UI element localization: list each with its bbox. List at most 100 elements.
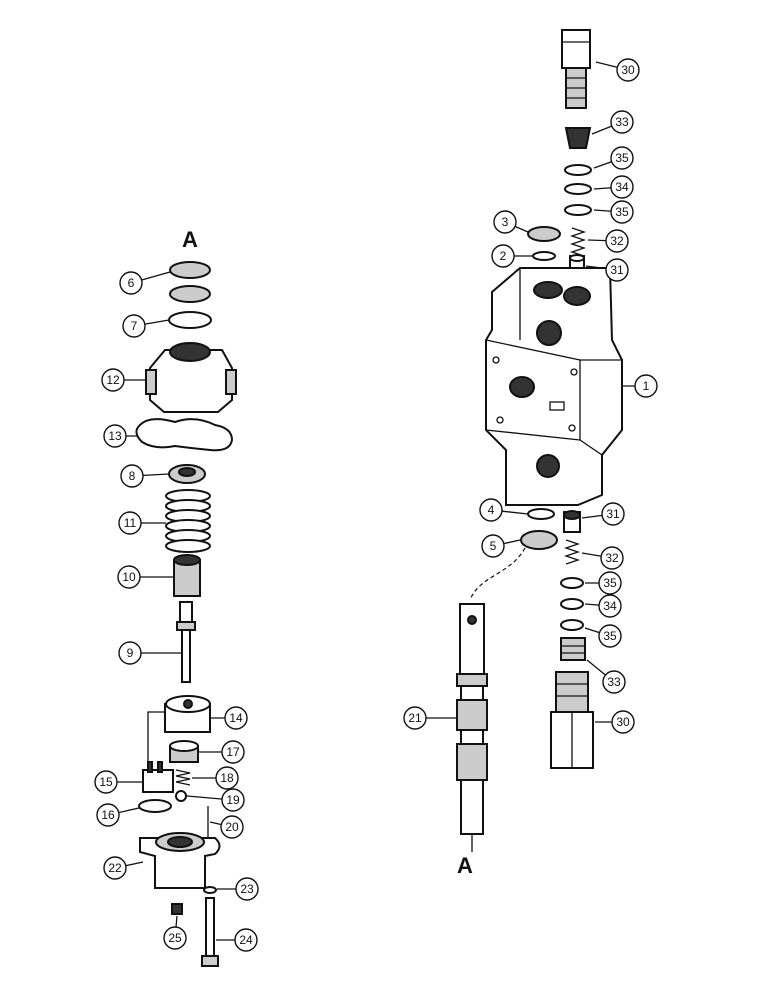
callout-20: 20 — [220, 815, 244, 839]
callout-31: 31 — [605, 258, 629, 282]
callout-number: 14 — [229, 711, 243, 725]
part-oring-16 — [138, 799, 172, 813]
callout-2: 2 — [491, 244, 515, 268]
part-ring-35d — [560, 619, 584, 631]
callout-number: 6 — [128, 276, 135, 290]
callout-25: 25 — [163, 926, 187, 950]
callout-30: 30 — [611, 710, 635, 734]
callout-circle — [491, 244, 515, 268]
callout-number: 10 — [122, 570, 136, 584]
callout-circle — [120, 464, 144, 488]
callout-35: 35 — [598, 624, 622, 648]
part-washer-6a — [169, 261, 211, 279]
callout-circle — [163, 926, 187, 950]
callout-number: 18 — [220, 771, 234, 785]
callout-number: 3 — [502, 215, 509, 229]
callout-24: 24 — [234, 928, 258, 952]
part-housing-22 — [139, 832, 221, 889]
callout-35: 35 — [598, 571, 622, 595]
callout-number: 32 — [605, 551, 619, 565]
part-plug-25 — [171, 903, 183, 915]
callout-number: 25 — [168, 931, 182, 945]
callout-33: 33 — [610, 110, 634, 134]
callout-3: 3 — [493, 210, 517, 234]
part-detent-14 — [147, 695, 211, 776]
callout-circle — [221, 788, 245, 812]
callout-21: 21 — [403, 706, 427, 730]
callout-circle — [598, 594, 622, 618]
callout-circle — [119, 271, 143, 295]
callout-number: 11 — [124, 516, 137, 530]
callout-18: 18 — [215, 766, 239, 790]
callout-circle — [479, 498, 503, 522]
part-relief-valve-top — [561, 29, 591, 109]
callout-30: 30 — [616, 58, 640, 82]
callout-circle — [103, 424, 127, 448]
callout-number: 8 — [129, 469, 136, 483]
callout-number: 22 — [108, 861, 122, 875]
callout-number: 5 — [490, 539, 497, 553]
callout-number: 2 — [500, 249, 507, 263]
callout-number: 15 — [99, 775, 113, 789]
callout-number: 34 — [615, 180, 629, 194]
callout-number: 35 — [603, 576, 617, 590]
part-poppet-top — [564, 127, 592, 149]
callout-number: 34 — [603, 599, 617, 613]
callout-number: 31 — [606, 507, 620, 521]
part-ball-19 — [175, 790, 187, 802]
callout-number: 30 — [621, 63, 635, 77]
part-spring-18 — [175, 769, 191, 786]
callout-circle — [601, 502, 625, 526]
callout-circle — [610, 110, 634, 134]
callout-number: 7 — [131, 319, 138, 333]
part-screw-24 — [201, 897, 219, 967]
callout-circle — [224, 706, 248, 730]
callout-circle — [122, 314, 146, 338]
marker-a-top: A — [182, 227, 198, 252]
part-oring-4 — [527, 508, 555, 520]
callout-circle — [220, 815, 244, 839]
callout-34: 34 — [598, 594, 622, 618]
callout-circle — [94, 770, 118, 794]
callout-number: 32 — [610, 234, 624, 248]
callout-circle — [403, 706, 427, 730]
part-seal-5 — [520, 530, 558, 550]
callout-32: 32 — [605, 229, 629, 253]
callout-4: 4 — [479, 498, 503, 522]
callout-number: 31 — [610, 263, 624, 277]
part-gasket-13 — [135, 418, 234, 452]
callout-16: 16 — [96, 803, 120, 827]
callout-circle — [600, 546, 624, 570]
part-ring-35c — [560, 577, 584, 589]
part-relief-valve-bottom — [550, 671, 594, 769]
marker-a-bottom: A — [457, 853, 473, 878]
callout-10: 10 — [117, 565, 141, 589]
part-sleeve-10 — [173, 554, 201, 597]
callout-circle — [610, 200, 634, 224]
callout-number: 4 — [488, 503, 495, 517]
callout-number: 12 — [106, 373, 120, 387]
part-bolt-9 — [176, 601, 196, 683]
part-plunger-31b — [563, 510, 581, 533]
callout-circle — [118, 641, 142, 665]
part-oring-2 — [532, 251, 556, 261]
callout-number: 17 — [226, 745, 240, 759]
callout-33: 33 — [602, 670, 626, 694]
part-washer-6b — [169, 285, 211, 303]
part-spring-11 — [165, 489, 211, 553]
callout-number: 21 — [408, 711, 422, 725]
part-spring-32b — [563, 539, 581, 565]
callout-8: 8 — [120, 464, 144, 488]
callout-circle — [481, 534, 505, 558]
callout-11: 11 — [118, 511, 142, 535]
callout-number: 35 — [615, 205, 629, 219]
callout-circle — [605, 229, 629, 253]
callout-number: 19 — [226, 793, 240, 807]
callout-number: 33 — [607, 675, 621, 689]
callout-circle — [610, 146, 634, 170]
callout-35: 35 — [610, 200, 634, 224]
callout-19: 19 — [221, 788, 245, 812]
part-ring-34a — [564, 183, 592, 195]
